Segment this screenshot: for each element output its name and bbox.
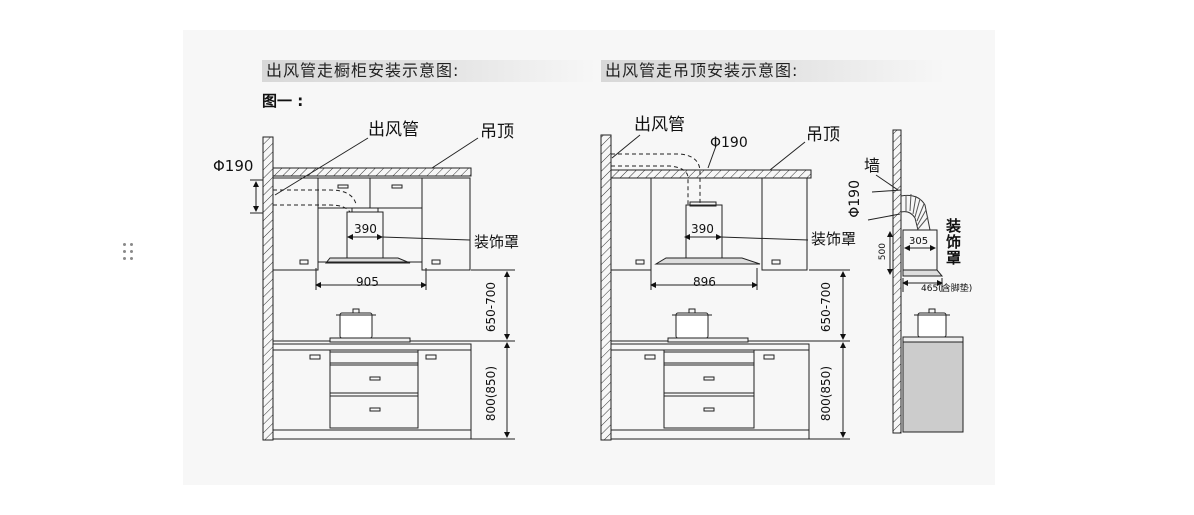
- left-hood-width: 905: [356, 275, 379, 289]
- right-duct-label: 出风管: [634, 115, 685, 135]
- right-duct: [611, 153, 701, 205]
- side-view: [867, 129, 964, 434]
- right-counter-height: 800(850): [819, 366, 833, 422]
- side-pot: [917, 312, 947, 338]
- left-ceiling-label: 吊顶: [480, 122, 514, 142]
- left-upper-cabinet-left: [272, 177, 319, 271]
- drag-handle-icon[interactable]: [122, 242, 136, 262]
- right-duct-diameter: Φ190: [710, 135, 748, 151]
- side-flex-duct: [900, 194, 931, 231]
- side-wall: [892, 129, 902, 434]
- left-counter-height: 800(850): [484, 366, 498, 422]
- left-pot: [339, 312, 373, 339]
- right-base-cabinet: [610, 343, 810, 440]
- left-diagram: [250, 136, 515, 441]
- right-hood-depth: 390: [691, 222, 714, 236]
- left-duct-diameter: Φ190: [213, 157, 254, 175]
- left-upper-cabinet-mid2: [369, 177, 423, 209]
- left-upper-cabinet-right: [421, 177, 471, 271]
- side-cooktop: [902, 336, 964, 343]
- left-hood-depth: 390: [354, 222, 377, 236]
- side-cover-height: 500: [878, 243, 888, 261]
- side-total-depth: 465(含脚垫): [921, 284, 973, 294]
- title-cabinet-installation: 出风管走橱柜安装示意图:: [262, 60, 596, 82]
- left-ceiling: [272, 167, 472, 177]
- right-hood-height-range: 650-700: [819, 282, 833, 333]
- right-pot: [675, 312, 709, 339]
- left-upper-cabinet-mid: [317, 177, 371, 209]
- left-decor-cover-label: 装饰罩: [474, 233, 520, 251]
- figure-one-label: 图一 :: [262, 92, 304, 110]
- right-diagram: [600, 134, 850, 441]
- side-duct-diameter: Φ190: [847, 180, 863, 218]
- right-cooktop: [667, 337, 749, 343]
- right-decor-cover-label: 装饰罩: [811, 230, 857, 248]
- left-base-cabinet: [272, 343, 472, 440]
- title-ceiling-installation: 出风管走吊顶安装示意图:: [601, 60, 945, 82]
- right-hood-width: 896: [693, 275, 716, 289]
- right-ceiling: [610, 169, 812, 179]
- left-hood-height-range: 650-700: [484, 282, 498, 333]
- right-wall: [600, 134, 612, 441]
- side-base-cabinet: [902, 341, 964, 433]
- side-decor-cover-label: 装饰罩: [944, 218, 962, 266]
- side-wall-label: 墙: [864, 156, 881, 175]
- left-duct-label: 出风管: [368, 120, 419, 140]
- left-cooktop: [329, 337, 411, 343]
- side-cover-depth: 305: [909, 236, 929, 247]
- right-ceiling-label: 吊顶: [806, 125, 840, 145]
- left-wall: [262, 136, 274, 441]
- left-duct: [273, 189, 357, 213]
- right-upper-cabinet-right: [761, 177, 808, 271]
- right-upper-cabinet-left: [610, 177, 652, 271]
